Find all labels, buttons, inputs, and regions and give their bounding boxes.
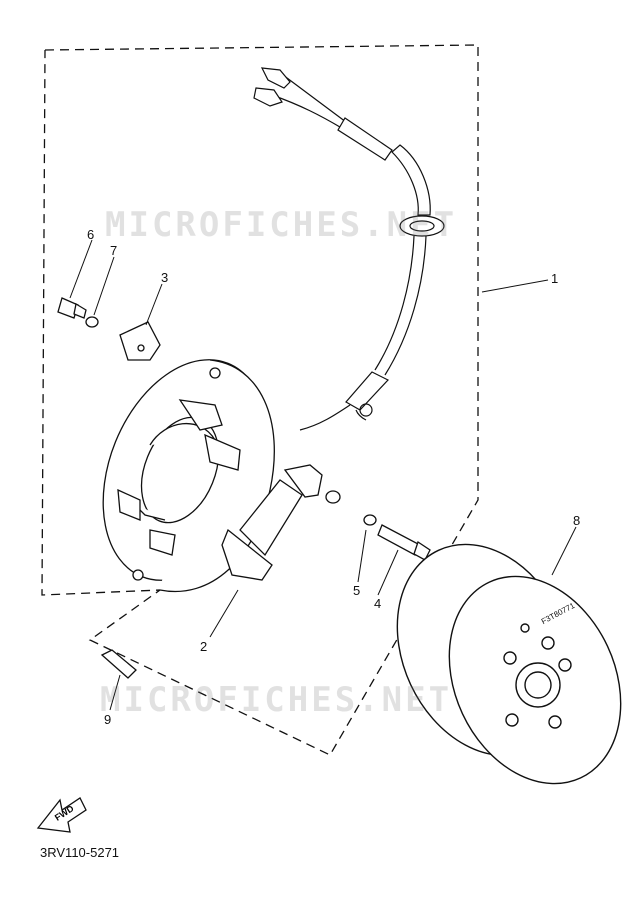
flywheel-rotor	[396, 543, 622, 785]
callout-9: 9	[104, 712, 112, 727]
callout-1: 1	[551, 271, 559, 286]
callout-2: 2	[200, 639, 208, 654]
leader-lines	[69, 239, 577, 711]
watermark: MICROFICHES.NET	[105, 205, 458, 245]
callout-7: 7	[110, 243, 118, 258]
callout-6: 6	[87, 227, 95, 242]
callout-8: 8	[573, 513, 581, 528]
wire-connectors	[253, 67, 291, 107]
callout-5: 5	[353, 583, 361, 598]
screw-washer	[57, 297, 99, 328]
bolt-washer	[325, 490, 431, 561]
bracket	[119, 321, 161, 361]
watermark: MICROFICHES.NET	[100, 680, 453, 720]
part-code: 3RV110-5271	[40, 845, 120, 860]
pickup-coil	[221, 464, 323, 581]
wire-harness	[271, 74, 445, 431]
callout-3: 3	[161, 270, 169, 285]
screw-nine	[100, 649, 137, 679]
callout-4: 4	[374, 596, 382, 611]
fwd-arrow-icon	[36, 797, 87, 833]
